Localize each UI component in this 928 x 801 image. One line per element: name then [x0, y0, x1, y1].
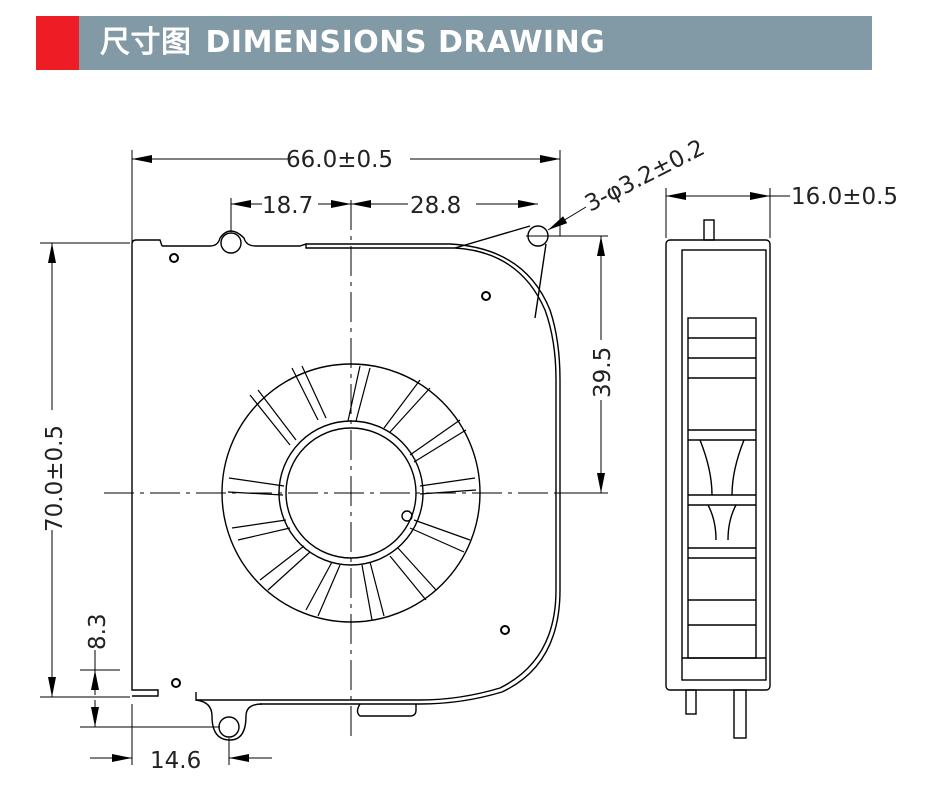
title-cn: 尺寸图 [100, 25, 192, 60]
dim-bottom-horizontal: 14.6 [150, 748, 201, 774]
title-en: DIMENSIONS DRAWING [205, 25, 606, 60]
section-header: 尺寸图 DIMENSIONS DRAWING [36, 16, 872, 70]
dim-overall-width: 66.0±0.5 [286, 147, 393, 173]
dim-mounting-holes: 3-φ3.2±0.2 [581, 135, 709, 217]
dim-hole-right: 28.8 [410, 193, 461, 219]
impeller-blades [227, 365, 477, 621]
dimension-lines [40, 150, 790, 765]
dim-bottom-vertical: 8.3 [85, 613, 111, 650]
center-lines [104, 200, 606, 740]
dim-hole-left: 18.7 [262, 193, 313, 219]
dim-right-hole-height: 39.5 [590, 347, 616, 398]
dim-overall-height: 70.0±0.5 [42, 425, 68, 532]
section-title: 尺寸图 DIMENSIONS DRAWING [100, 22, 605, 64]
dim-thickness: 16.0±0.5 [791, 184, 898, 210]
header-accent-bar [36, 16, 79, 70]
front-view [131, 219, 771, 741]
